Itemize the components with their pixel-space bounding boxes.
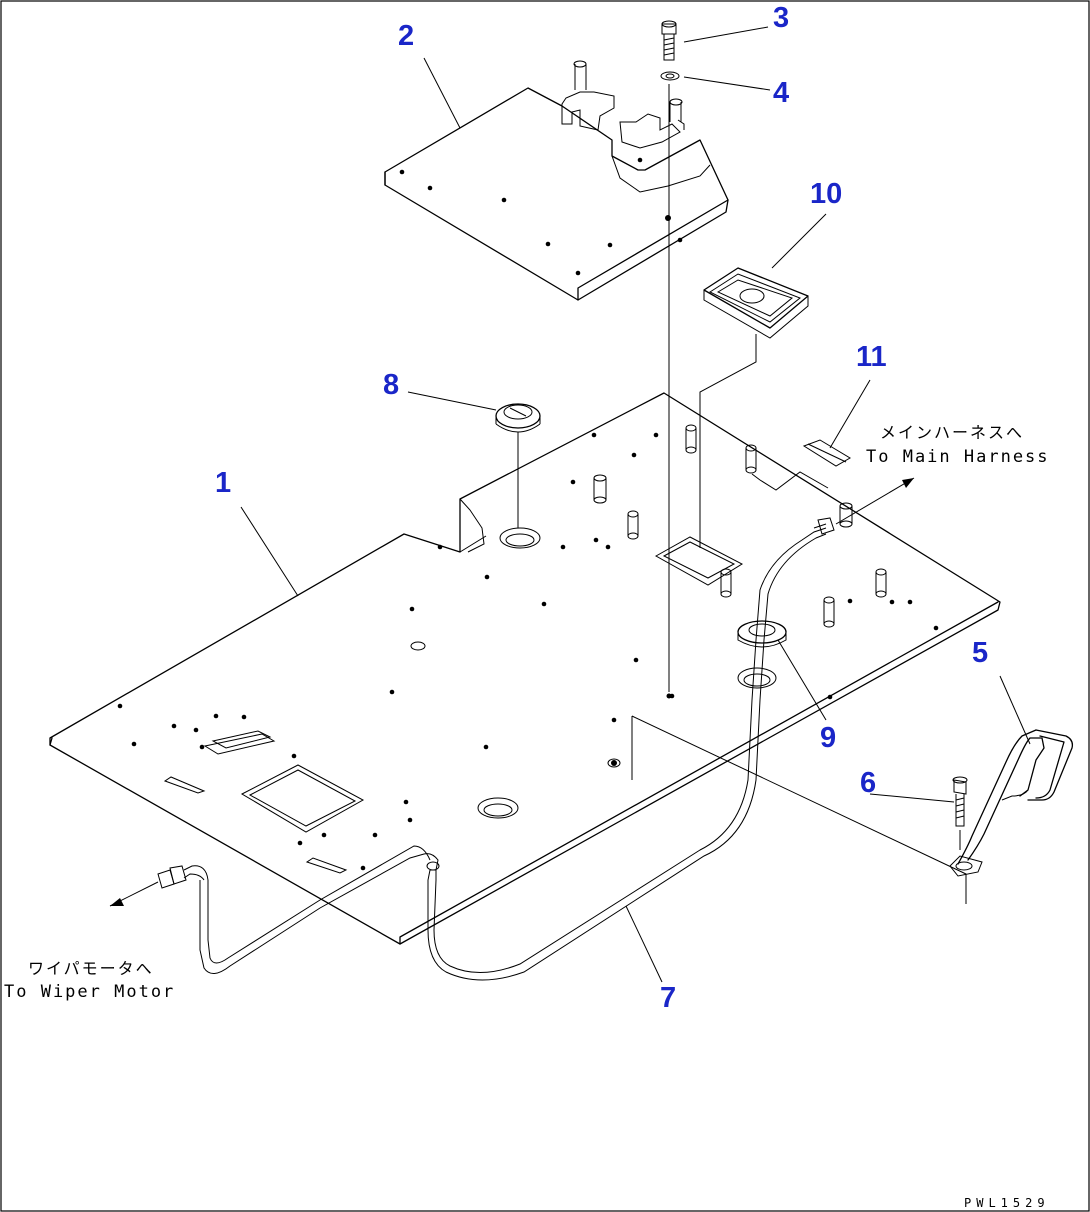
handle-bolt xyxy=(952,776,968,827)
callout-6: 6 xyxy=(860,767,876,799)
main-harness-note-en: To Main Harness xyxy=(866,447,1050,467)
floor-opening-front xyxy=(240,764,365,833)
callout-10: 10 xyxy=(810,178,842,210)
callout-5: 5 xyxy=(972,637,988,669)
floor-slot xyxy=(305,857,348,874)
cover-plate xyxy=(384,60,729,301)
leader-lines xyxy=(240,26,1031,983)
floor-plate xyxy=(49,392,1001,945)
wiring-harness xyxy=(157,517,835,981)
callout-2: 2 xyxy=(398,20,414,52)
grommet-harness xyxy=(737,620,787,648)
callout-7: 7 xyxy=(660,982,676,1014)
callout-8: 8 xyxy=(383,369,399,401)
callout-9: 9 xyxy=(820,722,836,754)
callout-11: 11 xyxy=(856,341,887,373)
clip xyxy=(802,439,851,467)
grommet-large xyxy=(703,267,809,339)
arrow-to-main-harness xyxy=(835,477,915,525)
grommet-small xyxy=(495,403,541,433)
callouts: 1 2 3 4 5 6 7 8 9 10 11 xyxy=(215,2,988,1014)
washer xyxy=(660,71,680,81)
floor-slot xyxy=(163,776,206,794)
drawing-code: PWL1529 xyxy=(964,1196,1050,1210)
callout-1: 1 xyxy=(215,467,231,499)
wiper-motor-note-en: To Wiper Motor xyxy=(4,982,175,1002)
callout-3: 3 xyxy=(773,2,789,34)
callout-4: 4 xyxy=(773,77,789,109)
main-harness-note-jp: メインハーネスへ xyxy=(880,423,1024,442)
assembly-line xyxy=(631,715,967,904)
floor-opening-rear xyxy=(654,536,744,586)
arrow-to-wiper-motor xyxy=(109,881,159,907)
handle xyxy=(949,729,1074,877)
bolt xyxy=(661,20,677,61)
assembly-line xyxy=(699,334,757,548)
wiper-motor-note-jp: ワイパモータへ xyxy=(28,959,154,978)
